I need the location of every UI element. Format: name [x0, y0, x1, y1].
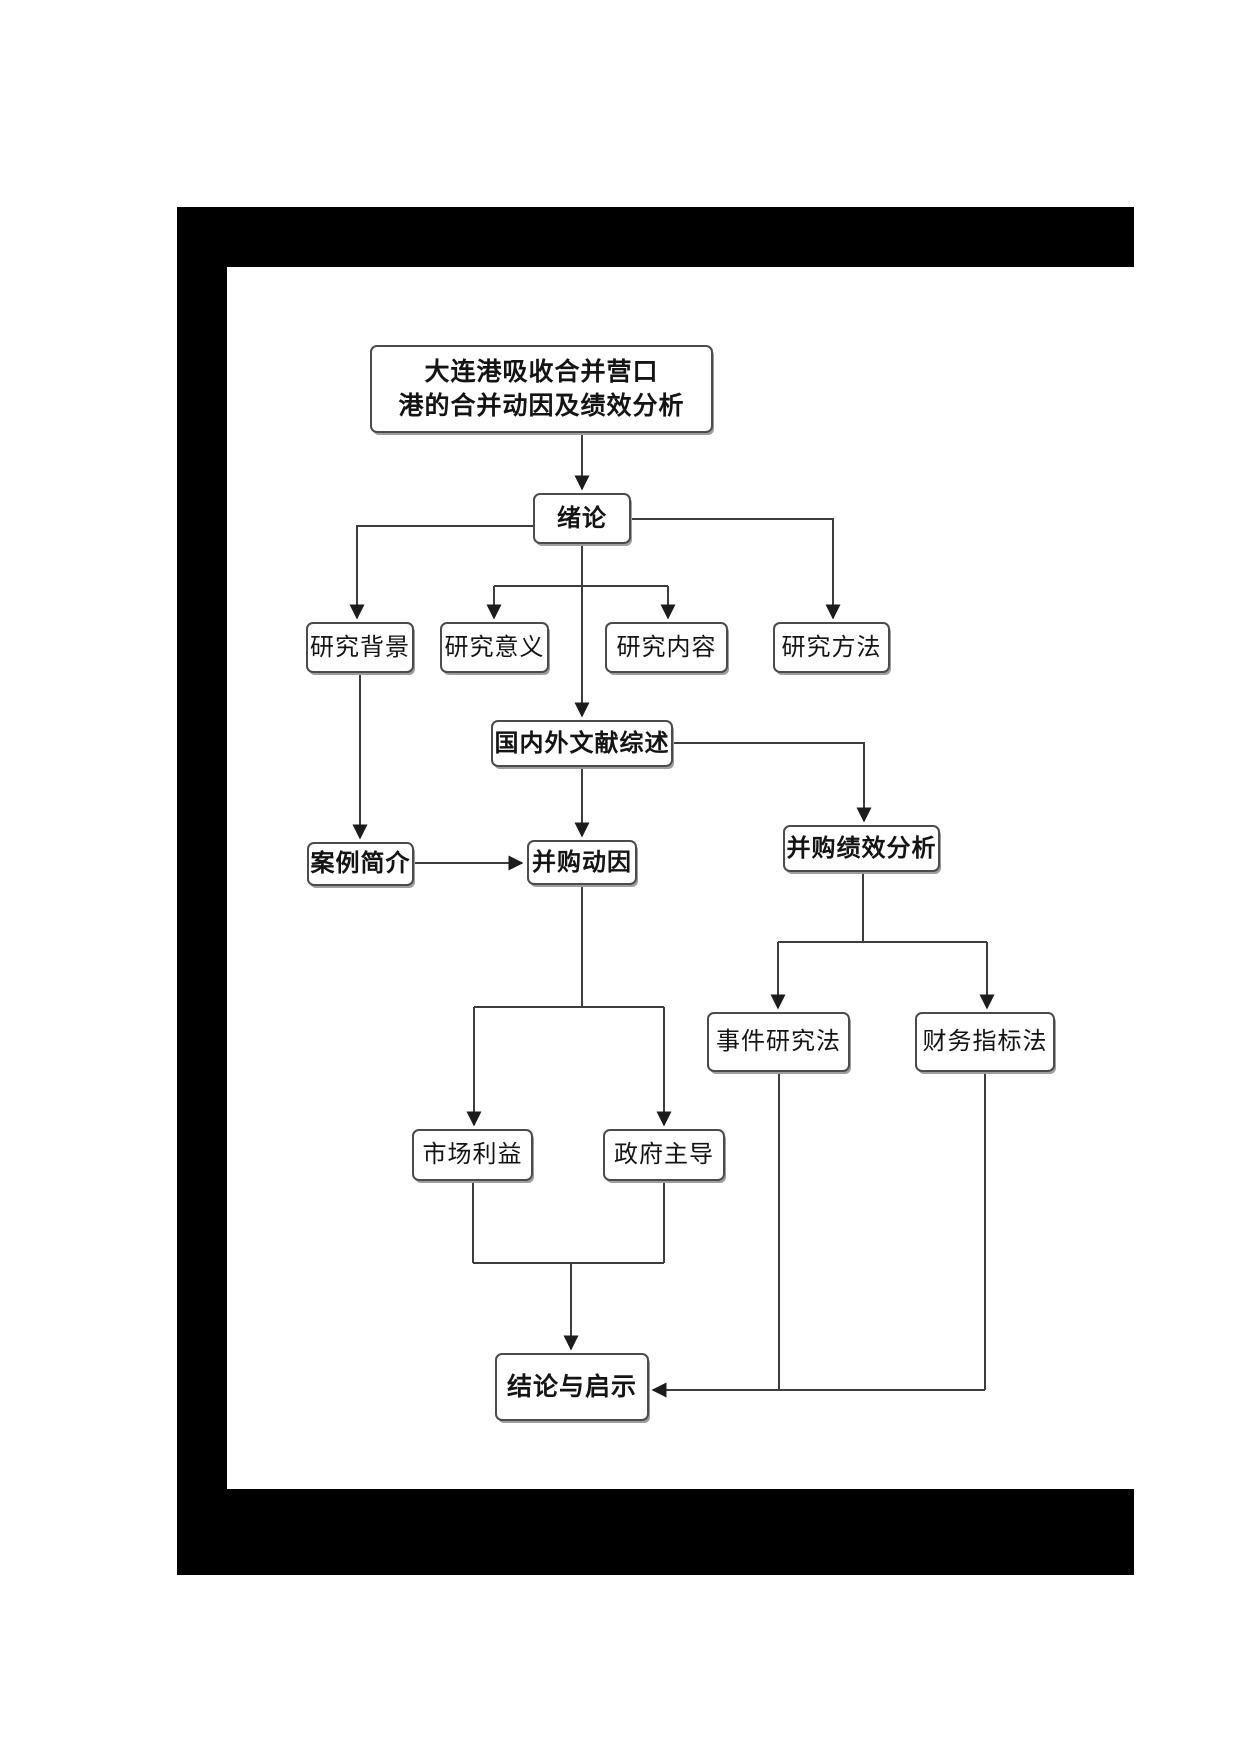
- node-introduction: 绪论: [533, 493, 631, 544]
- edge-introduction-to-research-method: [631, 518, 841, 620]
- node-case-introduction: 案例简介: [307, 842, 414, 886]
- node-title-line2: 港的合并动因及绩效分析: [398, 392, 685, 420]
- node-title-line1: 大连港吸收合并营口: [424, 357, 659, 386]
- node-event-study: 事件研究法: [707, 1012, 850, 1072]
- node-research-content: 研究内容: [605, 622, 728, 673]
- node-literature-review: 国内外文献综述: [491, 720, 673, 767]
- node-market-interest: 市场利益: [412, 1129, 533, 1181]
- node-research-method: 研究方法: [773, 622, 890, 673]
- node-title: 大连港吸收合并营口 港的合并动因及绩效分析: [370, 345, 713, 433]
- node-conclusion: 结论与启示: [495, 1353, 649, 1421]
- scan-frame-bottom: [177, 1489, 1134, 1575]
- scan-frame-left: [177, 207, 227, 1490]
- edge-literature-review-to-merger-performance: [673, 742, 872, 823]
- node-merger-motivation: 并购动因: [527, 840, 637, 885]
- node-financial-index: 财务指标法: [915, 1012, 1055, 1072]
- node-merger-performance: 并购绩效分析: [783, 825, 940, 872]
- scan-frame-top: [177, 207, 1134, 267]
- node-government-led: 政府主导: [603, 1129, 725, 1181]
- edge-introduction-to-research-background: [349, 525, 533, 620]
- node-research-significance: 研究意义: [440, 622, 549, 673]
- node-research-background: 研究背景: [306, 622, 414, 673]
